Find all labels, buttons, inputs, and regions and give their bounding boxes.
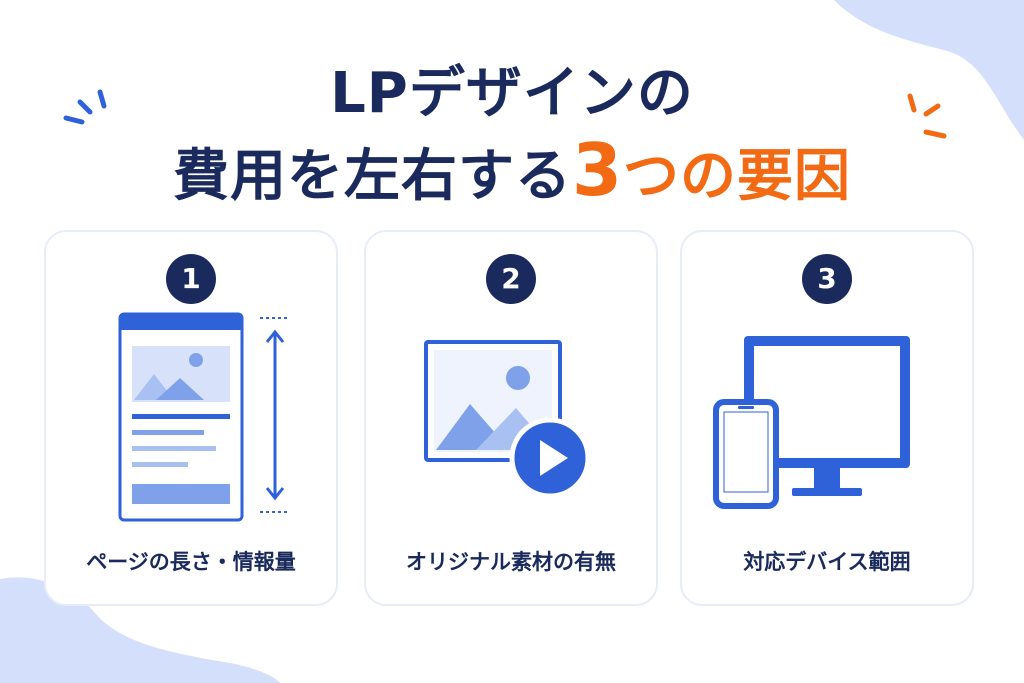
card-label: 対応デバイス範囲 xyxy=(743,550,911,574)
factor-card-3: 3 対応デバイス範囲 xyxy=(680,230,974,606)
right-sparkle-icon xyxy=(907,93,947,139)
title-suffix: つの要因 xyxy=(623,144,852,209)
factor-card-2: 2 オリジナル素材の有無 xyxy=(364,230,658,606)
image-video-icon xyxy=(424,340,591,499)
title-number: 3 xyxy=(571,128,624,212)
title-line-1: LPデザインの xyxy=(330,61,694,126)
title-prefix: 費用を左右する xyxy=(172,144,572,209)
title-line-2: 費用を左右する3つの要因 xyxy=(0,128,1024,212)
number-badge: 1 xyxy=(166,254,216,304)
long-page-icon xyxy=(118,312,290,522)
number-badge: 3 xyxy=(802,254,852,304)
top-right-blob xyxy=(834,0,1024,140)
number-badge: 2 xyxy=(486,254,536,304)
factor-card-1: 1 ページの長さ・情報量 xyxy=(44,230,338,606)
card-label: オリジナル素材の有無 xyxy=(406,550,616,574)
card-label: ページの長さ・情報量 xyxy=(86,550,296,574)
left-sparkle-icon xyxy=(63,89,107,125)
devices-icon xyxy=(713,336,910,509)
